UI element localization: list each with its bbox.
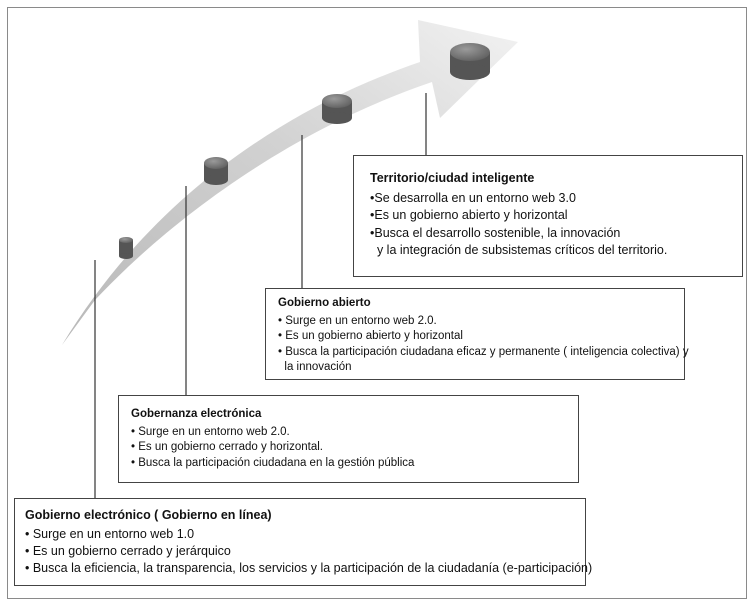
stage-item: • Surge en un entorno web 1.0 bbox=[25, 527, 195, 541]
stage-title: Gobierno abierto bbox=[278, 297, 371, 309]
stage-title: Gobernanza electrónica bbox=[131, 408, 262, 420]
stage-box-gobierno-electronico: Gobierno electrónico ( Gobierno en línea… bbox=[14, 498, 593, 586]
stage-item: y la integración de subsistemas críticos… bbox=[370, 243, 668, 257]
stage-marker-1 bbox=[119, 237, 133, 259]
stage-item: la innovación bbox=[278, 361, 352, 373]
connector-lines bbox=[94, 93, 427, 498]
stage-title: Gobierno electrónico ( Gobierno en línea… bbox=[25, 508, 272, 522]
stage-item: • Surge en un entorno web 2.0. bbox=[278, 314, 437, 327]
stage-box-gobierno-abierto: Gobierno abierto • Surge en un entorno w… bbox=[265, 288, 689, 380]
stage-box-territorio-inteligente: Territorio/ciudad inteligente •Se desarr… bbox=[353, 155, 743, 277]
stage-item: •Busca el desarrollo sostenible, la inno… bbox=[370, 225, 621, 240]
stage-item: • Busca la participación ciudadana en la… bbox=[131, 456, 415, 469]
stage-marker-4 bbox=[450, 43, 490, 80]
stage-item: • Surge en un entorno web 2.0. bbox=[131, 425, 290, 438]
stage-item: •Es un gobierno abierto y horizontal bbox=[370, 208, 568, 222]
stage-item: • Es un gobierno cerrado y horizontal. bbox=[131, 441, 323, 453]
stage-item: • Busca la eficiencia, la transparencia,… bbox=[25, 561, 593, 575]
stage-item: •Se desarrolla en un entorno web 3.0 bbox=[370, 190, 576, 205]
stage-item: • Es un gobierno abierto y horizontal bbox=[278, 330, 463, 342]
stage-item: • Es un gobierno cerrado y jerárquico bbox=[25, 544, 231, 558]
stage-item: • Busca la participación ciudadana efica… bbox=[278, 345, 689, 358]
stage-box-gobernanza-electronica: Gobernanza electrónica • Surge en un ent… bbox=[118, 395, 579, 483]
stage-title: Territorio/ciudad inteligente bbox=[370, 171, 535, 185]
stage-marker-3 bbox=[322, 94, 352, 124]
stage-marker-2 bbox=[204, 157, 228, 185]
